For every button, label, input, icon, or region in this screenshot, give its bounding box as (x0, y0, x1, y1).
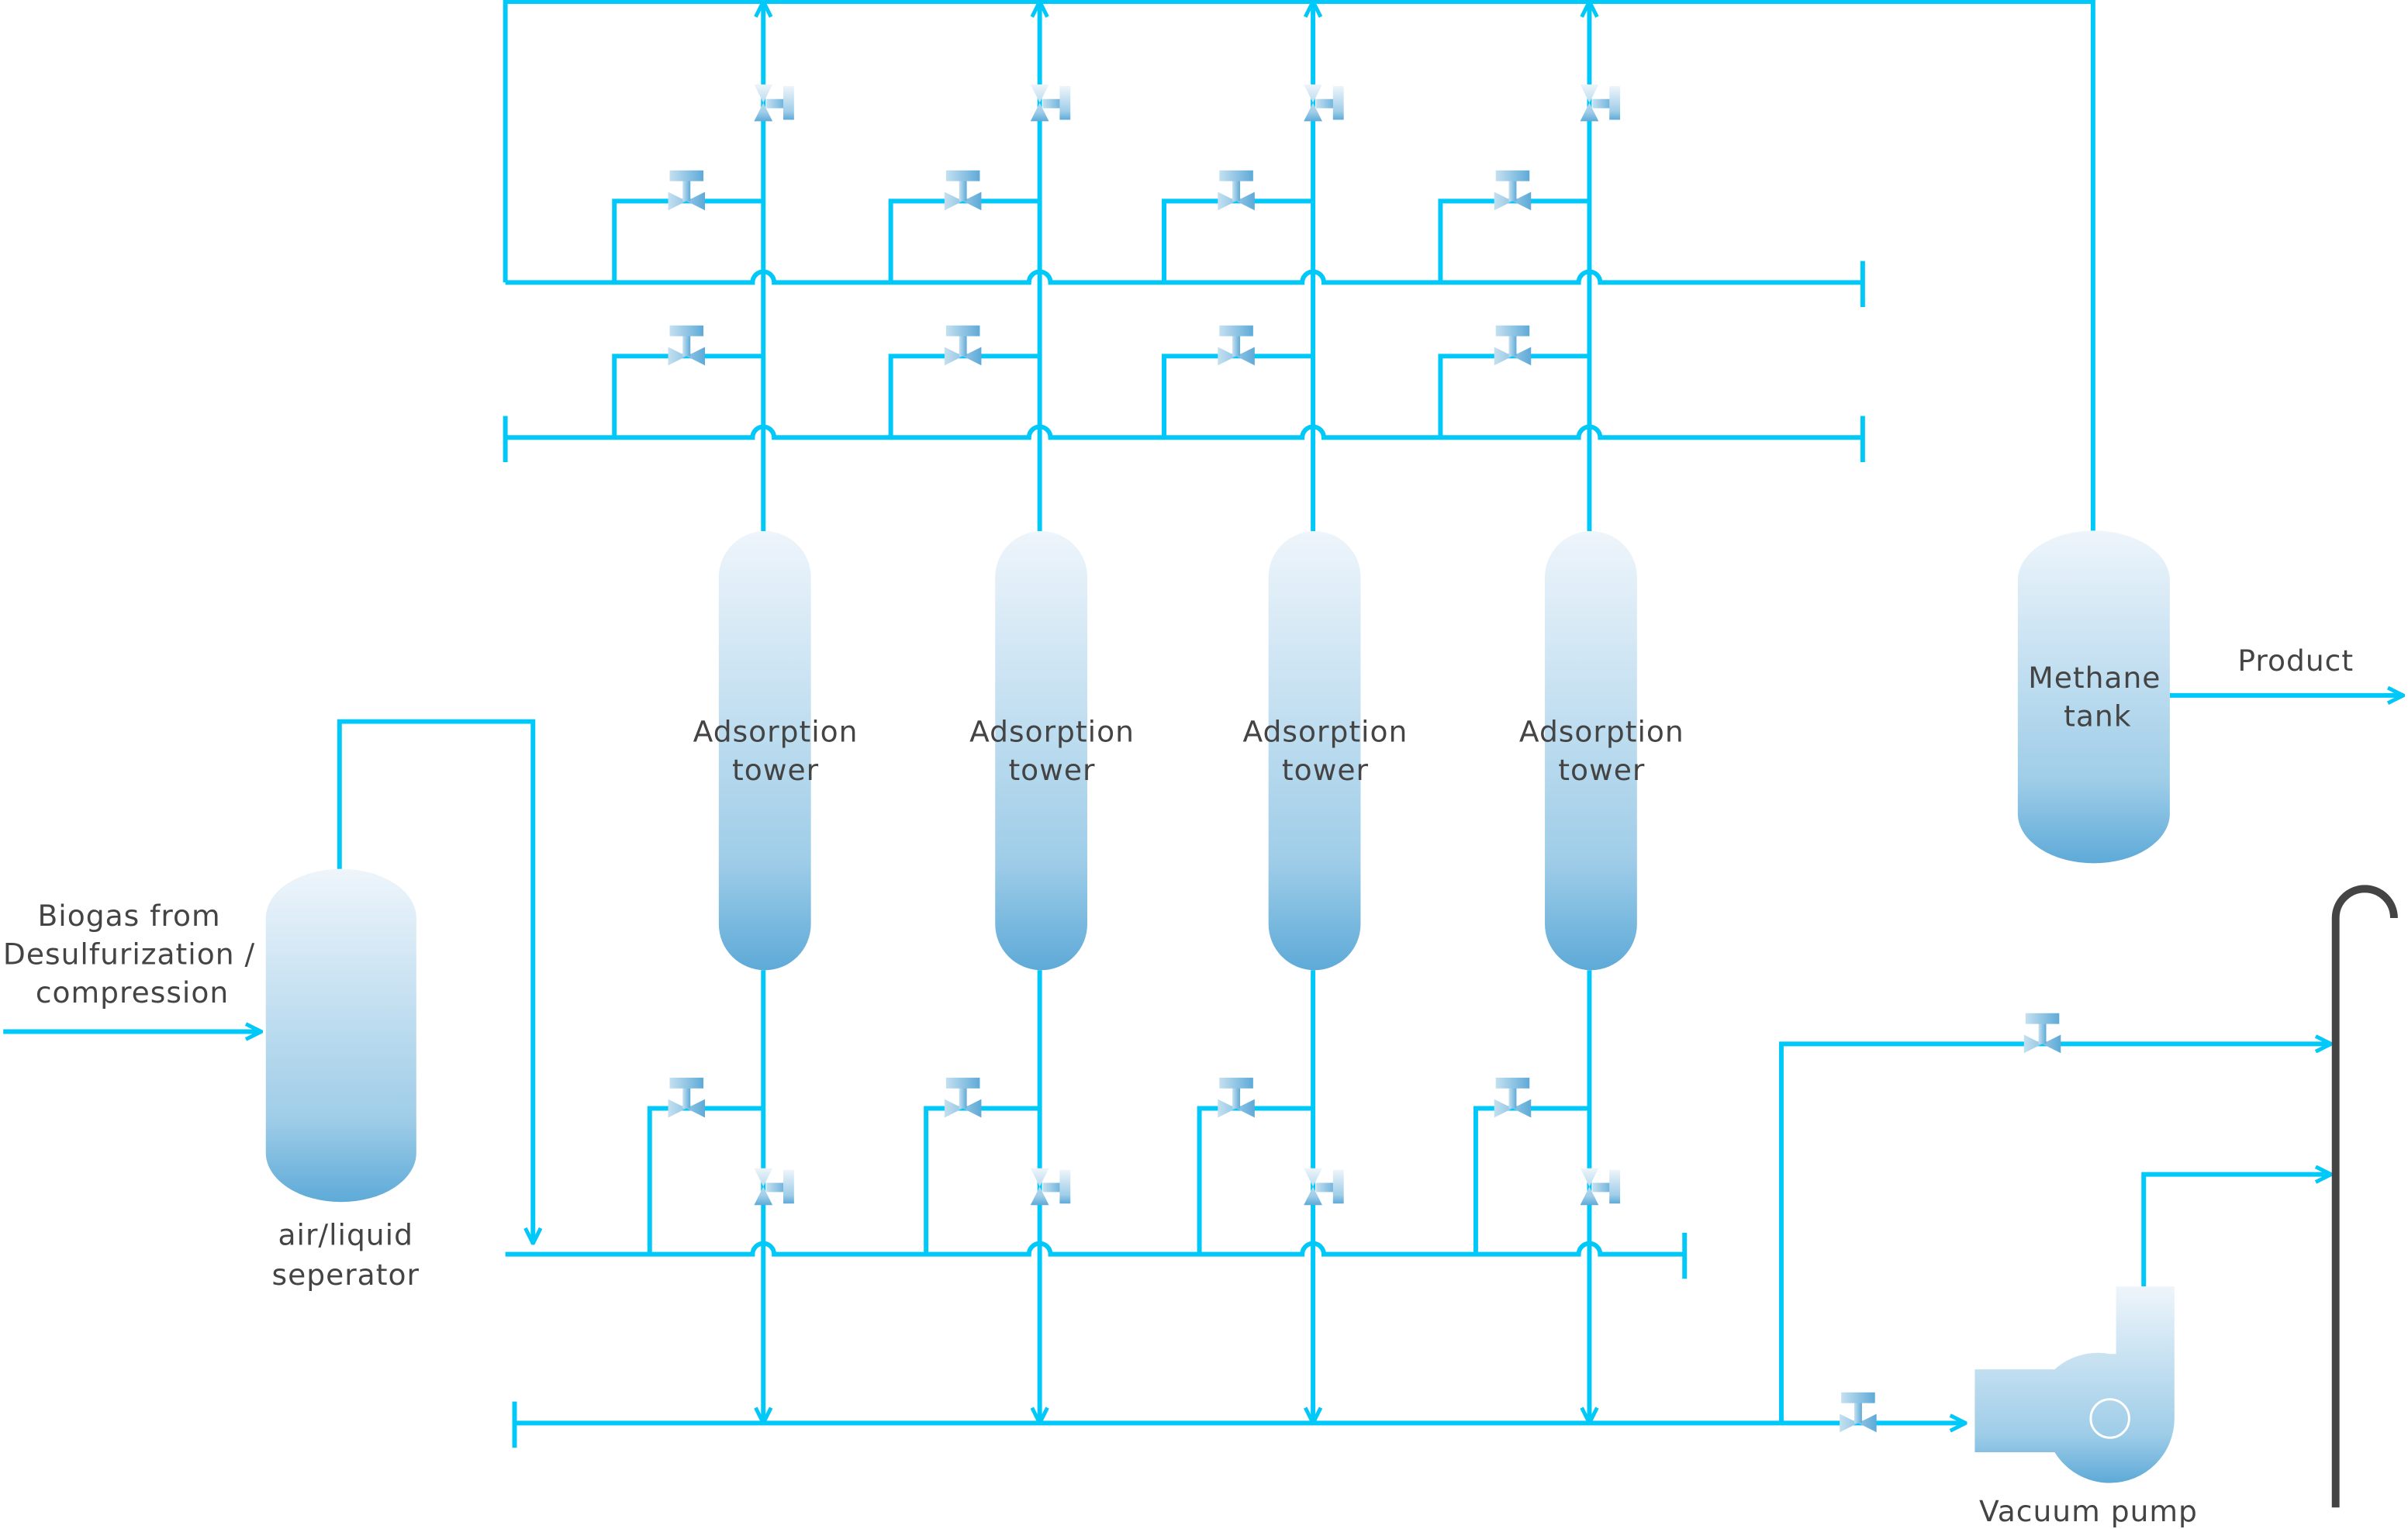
lower-branch-pipe (1438, 354, 1590, 438)
feed-branch-pipe (647, 1106, 764, 1255)
tower-label-1: Adsorption (1519, 714, 1684, 748)
control-valve-icon[interactable] (1030, 84, 1071, 122)
lower-branch-pipe (1162, 354, 1314, 438)
tower-label-2: tower (1008, 753, 1095, 787)
gate-valve-icon[interactable] (1840, 1392, 1877, 1433)
separator-label-2: seperator (272, 1258, 420, 1292)
control-valve-icon[interactable] (1030, 1168, 1071, 1206)
equipment (265, 84, 2398, 1508)
biogas-label-2: Desulfurization / (3, 937, 255, 971)
feed-branch-pipe (1473, 1106, 1590, 1255)
control-valve-icon[interactable] (754, 1168, 794, 1206)
gate-valve-icon[interactable] (1494, 1077, 1532, 1118)
gate-valve-icon[interactable] (668, 1077, 706, 1118)
gate-valve-icon[interactable] (1218, 325, 1255, 366)
control-valve-icon[interactable] (1580, 84, 1621, 122)
separator-label-1: air/liquid (278, 1218, 413, 1252)
adsorption-tower-2[interactable] (995, 531, 1088, 971)
gate-valve-icon[interactable] (944, 170, 982, 211)
tower-label-2: tower (1558, 753, 1645, 787)
control-valve-icon[interactable] (1580, 1168, 1621, 1206)
vacuum-pump[interactable] (1974, 1286, 2175, 1483)
feed-branch-pipe (924, 1106, 1040, 1255)
tower-label-1: Adsorption (1242, 714, 1408, 748)
gate-valve-icon[interactable] (1218, 170, 1255, 211)
gate-valve-icon[interactable] (668, 325, 706, 366)
adsorption-tower-3[interactable] (1268, 531, 1361, 971)
biogas-label-3: compression (36, 975, 229, 1010)
air-liquid-separator[interactable] (265, 868, 416, 1203)
product-header-pipe (503, 0, 2095, 532)
upper-branch-pipe (1438, 198, 1590, 283)
tower-label-2: tower (1282, 753, 1369, 787)
gate-valve-icon[interactable] (2023, 1013, 2061, 1054)
product-label: Product (2237, 644, 2354, 678)
methane-tank-label-1: Methane (2028, 661, 2161, 695)
gate-valve-icon[interactable] (1218, 1077, 1255, 1118)
pipe-network (3, 0, 2403, 1448)
gate-valve-icon[interactable] (944, 1077, 982, 1118)
feed-manifold-pipe (505, 1241, 1685, 1257)
upper-branch-pipe (612, 198, 764, 283)
vacuum-pump-label: Vacuum pump (1979, 1494, 2198, 1528)
gate-valve-icon[interactable] (944, 325, 982, 366)
methane-tank[interactable] (2017, 530, 2170, 864)
gate-valve-icon[interactable] (1494, 325, 1532, 366)
lower-branch-pipe (888, 354, 1040, 438)
upper-branch-pipe (1162, 198, 1314, 283)
control-valve-icon[interactable] (1304, 1168, 1344, 1206)
tower-label-1: Adsorption (969, 714, 1135, 748)
lower-manifold-pipe (505, 424, 1863, 440)
tower-label-1: Adsorption (693, 714, 859, 748)
control-valve-icon[interactable] (754, 84, 794, 122)
separator-outlet-pipe (337, 719, 533, 1244)
exhaust-stack (2331, 885, 2398, 1508)
feed-branch-pipe (1197, 1106, 1314, 1255)
pump-to-stack-pipe (2141, 1175, 2331, 1287)
bypass-to-stack-pipe (1778, 1044, 2331, 1424)
gate-valve-icon[interactable] (1494, 170, 1532, 211)
pump-impeller-icon (2089, 1398, 2130, 1439)
control-valve-icon[interactable] (1304, 84, 1344, 122)
adsorption-tower-4[interactable] (1545, 531, 1637, 971)
biogas-label-1: Biogas from (37, 899, 220, 933)
methane-tank-label-2: tank (2064, 699, 2131, 733)
adsorption-tower-1[interactable] (718, 531, 811, 971)
lower-branch-pipe (612, 354, 764, 438)
tower-label-2: tower (732, 753, 819, 787)
upper-manifold-pipe (505, 269, 1863, 285)
upper-branch-pipe (888, 198, 1040, 283)
gate-valve-icon[interactable] (668, 170, 706, 211)
